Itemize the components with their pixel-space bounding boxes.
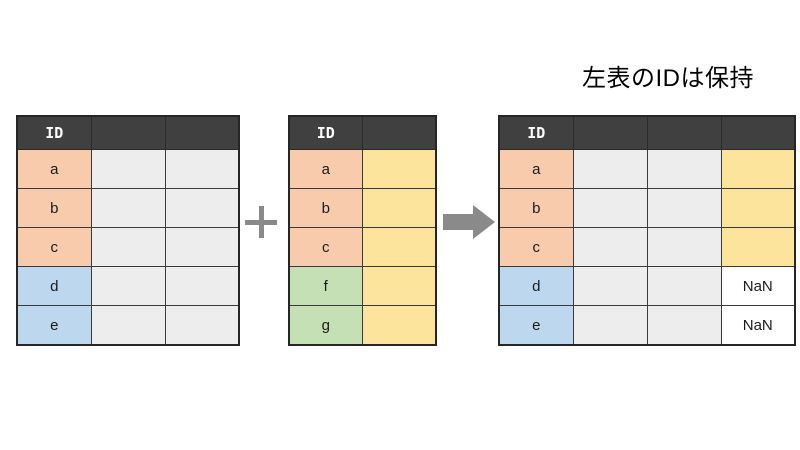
cell-empty [646,188,722,228]
table-row: b [498,188,796,228]
table-row: e NaN [498,305,796,346]
cell-id-f: f [288,266,363,306]
cell-id-a: a [288,149,363,189]
cell-id-a: a [498,149,574,189]
cell-empty [720,188,796,228]
cell-empty [361,188,437,228]
cell-empty [164,305,240,346]
cell-empty [572,227,648,267]
column-header-id: ID [288,115,363,150]
cell-empty [164,188,240,228]
cell-empty [646,305,722,346]
cell-id-b: b [498,188,574,228]
cell-id-e: e [16,305,92,346]
arrow-right-icon [443,205,495,239]
table-header-row: ID [288,115,437,150]
cell-empty [361,305,437,346]
cell-empty [646,149,722,189]
cell-value-nan: NaN [720,266,796,306]
column-header-blank-2 [164,115,240,150]
cell-empty [646,227,722,267]
cell-id-e: e [498,305,574,346]
cell-empty [90,227,166,267]
cell-empty [164,227,240,267]
table-row: b [288,188,437,228]
cell-id-c: c [16,227,92,267]
table-row: g [288,305,437,346]
table-row: d [16,266,240,306]
page-title: 左表のIDは保持 [582,65,754,92]
column-header-blank-1 [361,115,437,150]
column-header-id: ID [498,115,574,150]
cell-empty [572,305,648,346]
cell-empty [361,149,437,189]
table-row: a [16,149,240,189]
cell-id-c: c [498,227,574,267]
column-header-id: ID [16,115,92,150]
cell-empty [164,266,240,306]
column-header-blank-1 [572,115,648,150]
table-row: c [288,227,437,267]
table-header-row: ID [16,115,240,150]
table-row: d NaN [498,266,796,306]
column-header-blank-2 [646,115,722,150]
table-row: a [288,149,437,189]
cell-empty [361,227,437,267]
cell-empty [572,188,648,228]
column-header-blank-3 [720,115,796,150]
cell-id-g: g [288,305,363,346]
cell-id-d: d [16,266,92,306]
table-row: b [16,188,240,228]
table-row: a [498,149,796,189]
cell-empty [361,266,437,306]
table-row: e [16,305,240,346]
cell-id-d: d [498,266,574,306]
cell-id-c: c [288,227,363,267]
cell-empty [720,227,796,267]
cell-empty [572,266,648,306]
cell-empty [90,188,166,228]
cell-empty [90,305,166,346]
table-row: f [288,266,437,306]
cell-value-nan: NaN [720,305,796,346]
cell-empty [90,266,166,306]
table-header-row: ID [498,115,796,150]
cell-empty [572,149,648,189]
cell-empty [164,149,240,189]
plus-icon [245,206,277,238]
table-row: c [498,227,796,267]
table-row: c [16,227,240,267]
cell-id-a: a [16,149,92,189]
cell-empty [720,149,796,189]
cell-empty [90,149,166,189]
column-header-blank-1 [90,115,166,150]
cell-empty [646,266,722,306]
cell-id-b: b [288,188,363,228]
cell-id-b: b [16,188,92,228]
